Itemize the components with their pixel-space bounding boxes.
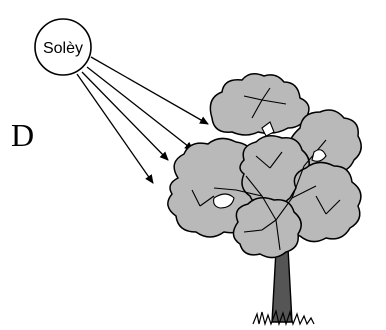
tree-icon [167,73,362,327]
ray-arrow-4 [76,73,154,184]
tree-canopy [167,73,362,259]
tree-branches [191,87,341,251]
panel-letter: D [11,117,35,153]
tree-trunk [271,247,293,323]
ray-arrow-2 [86,66,194,151]
sun-icon: Solèy [34,18,92,76]
ray-arrow-1 [90,56,209,125]
sun-label: Solèy [43,40,83,57]
tree-canopy-gaps [213,121,327,209]
tree-grass [252,308,315,327]
ray-arrow-3 [81,71,169,161]
sun-rays [76,56,209,184]
